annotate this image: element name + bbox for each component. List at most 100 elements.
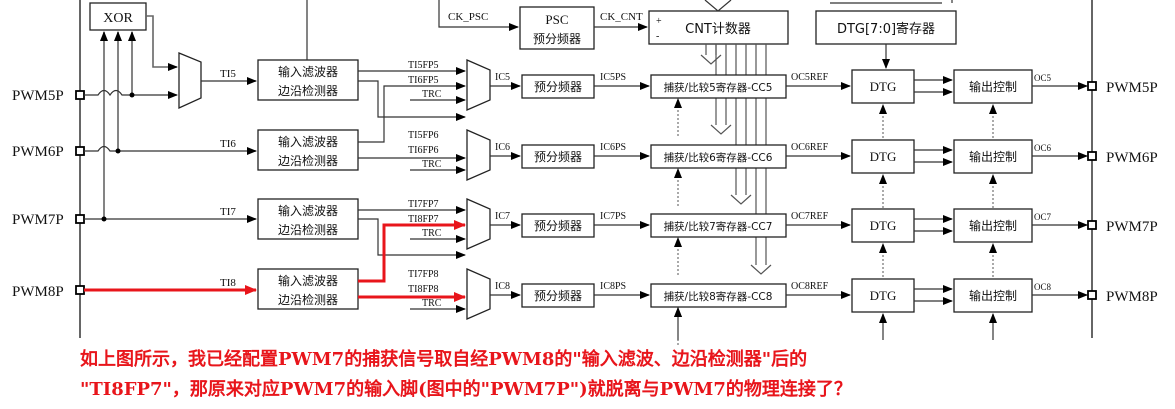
svg-text:OC5: OC5 — [1034, 73, 1052, 83]
svg-text:边沿检测器: 边沿检测器 — [278, 292, 338, 307]
dtg-block — [851, 69, 915, 104]
bus-arrow — [710, 124, 732, 135]
ti5-label: TI5 — [220, 68, 236, 80]
xor-label: XOR — [103, 11, 133, 26]
dtg-block — [851, 139, 915, 174]
svg-text:+: + — [656, 16, 662, 27]
cnt-counter-block — [648, 10, 789, 45]
svg-text:边沿检测器: 边沿检测器 — [278, 153, 338, 168]
svg-text:预分频器: 预分频器 — [534, 219, 582, 233]
ck-cnt-label: CK_CNT — [600, 11, 643, 23]
output-control-block — [953, 278, 1033, 313]
bus-arrow — [750, 264, 772, 275]
output-control-block — [953, 139, 1033, 174]
svg-text:捕获/比较7寄存器-CC7: 捕获/比较7寄存器-CC7 — [664, 220, 773, 233]
svg-text:输出控制: 输出控制 — [969, 149, 1017, 164]
svg-text:IC8: IC8 — [495, 281, 510, 292]
svg-text:输出控制: 输出控制 — [969, 218, 1017, 233]
svg-text:PWM8P: PWM8P — [12, 284, 64, 300]
ic-mux — [466, 268, 491, 320]
output-pin — [1087, 81, 1097, 91]
svg-text:OC7: OC7 — [1034, 212, 1052, 222]
svg-text:预分频器: 预分频器 — [534, 150, 582, 164]
svg-text:OC6REF: OC6REF — [791, 142, 829, 153]
svg-text:捕获/比较5寄存器-CC5: 捕获/比较5寄存器-CC5 — [664, 81, 773, 94]
svg-text:OC8REF: OC8REF — [791, 281, 829, 292]
svg-text:TI7FP8: TI7FP8 — [408, 269, 439, 280]
ti8-label: TI8 — [220, 277, 236, 289]
pin-pwm8p-in: PWM8P TI8 — [12, 277, 257, 300]
svg-text:输出控制: 输出控制 — [969, 79, 1017, 94]
svg-text:IC7: IC7 — [495, 211, 510, 222]
svg-text:输出控制: 输出控制 — [969, 288, 1017, 303]
svg-text:输入滤波器: 输入滤波器 — [278, 203, 338, 218]
svg-text:DTG: DTG — [870, 288, 897, 303]
ti5-input-mux — [178, 52, 202, 110]
ic-mux — [466, 129, 491, 181]
svg-text:预分频器: 预分频器 — [534, 289, 582, 303]
svg-text:TI5FP6: TI5FP6 — [408, 130, 439, 141]
pin-pwm6p-in: PWM6P TI6 — [12, 138, 257, 160]
ck-psc-label: CK_PSC — [448, 11, 488, 23]
svg-text:预分频器: 预分频器 — [534, 80, 582, 94]
question-line-2: "TI8FP7"，那原来对应PWM7的输入脚(图中的"PWM7P")就脱离与PW… — [80, 379, 852, 400]
dtg-block — [851, 208, 915, 243]
svg-text:输入滤波器: 输入滤波器 — [278, 134, 338, 149]
svg-text:PWM6P: PWM6P — [1106, 150, 1158, 166]
svg-text:TI8FP7: TI8FP7 — [408, 214, 439, 225]
dtg-block — [851, 278, 915, 313]
psc-block — [519, 6, 595, 50]
svg-text:OC8: OC8 — [1034, 282, 1052, 292]
svg-text:预分频器: 预分频器 — [533, 32, 581, 46]
svg-text:IC6PS: IC6PS — [600, 142, 626, 153]
svg-text:CNT计数器: CNT计数器 — [685, 22, 751, 37]
svg-text:输入滤波器: 输入滤波器 — [278, 64, 338, 79]
svg-text:IC6: IC6 — [495, 142, 510, 153]
svg-text:IC8PS: IC8PS — [600, 281, 626, 292]
svg-text:IC7PS: IC7PS — [600, 211, 626, 222]
svg-text:DTG[7:0]寄存器: DTG[7:0]寄存器 — [837, 21, 935, 37]
timer-block-diagram: XOR TI5 PWM5P PWM6P TI6 PWM7P TI7 PWM8P … — [12, 0, 1158, 345]
svg-text:DTG: DTG — [870, 79, 897, 94]
svg-text:IC5: IC5 — [495, 72, 510, 83]
svg-text:TI6FP5: TI6FP5 — [408, 75, 439, 86]
svg-text:IC5PS: IC5PS — [600, 72, 626, 83]
bus-arrow — [730, 194, 752, 205]
output-control-block — [953, 69, 1033, 104]
output-control-block — [953, 208, 1033, 243]
svg-text:TI6FP6: TI6FP6 — [408, 145, 439, 156]
svg-text:PWM8P: PWM8P — [1106, 289, 1158, 305]
pin-pwm5p-in: PWM5P — [12, 88, 178, 104]
svg-text:-: - — [656, 31, 659, 42]
svg-text:PWM7P: PWM7P — [1106, 219, 1158, 235]
svg-text:输入滤波器: 输入滤波器 — [278, 273, 338, 288]
svg-text:OC6: OC6 — [1034, 143, 1052, 153]
svg-text:TRC: TRC — [422, 159, 442, 170]
svg-text:PWM5P: PWM5P — [1106, 80, 1158, 96]
svg-text:PWM5P: PWM5P — [12, 88, 64, 104]
svg-text:TI7FP7: TI7FP7 — [408, 199, 439, 210]
channel-row-8: TI7FP8TI8FP8TRCIC8预分频器IC8PS捕获/比较8寄存器-CC8… — [408, 268, 1158, 345]
svg-text:TRC: TRC — [422, 298, 442, 309]
dtg-register-block — [815, 10, 957, 45]
bus-arrow — [700, 54, 722, 65]
svg-text:DTG: DTG — [870, 149, 897, 164]
svg-text:TI8FP8: TI8FP8 — [408, 284, 439, 295]
ti7-label: TI7 — [220, 206, 236, 218]
output-pin — [1087, 151, 1097, 161]
question-line-1: 如上图所示，我已经配置PWM7的捕获信号取自经PWM8的"输入滤波、边沿检测器"… — [80, 349, 808, 370]
ti6-label: TI6 — [220, 138, 236, 150]
ic-mux — [466, 59, 491, 111]
svg-text:PWM7P: PWM7P — [12, 212, 64, 228]
svg-text:TI5FP5: TI5FP5 — [408, 60, 439, 71]
svg-text:捕获/比较6寄存器-CC6: 捕获/比较6寄存器-CC6 — [664, 151, 773, 164]
output-pin — [1087, 290, 1097, 300]
svg-text:DTG: DTG — [870, 218, 897, 233]
question-text: 如上图所示，我已经配置PWM7的捕获信号取自经PWM8的"输入滤波、边沿检测器"… — [80, 345, 1080, 405]
svg-text:TRC: TRC — [422, 89, 442, 100]
